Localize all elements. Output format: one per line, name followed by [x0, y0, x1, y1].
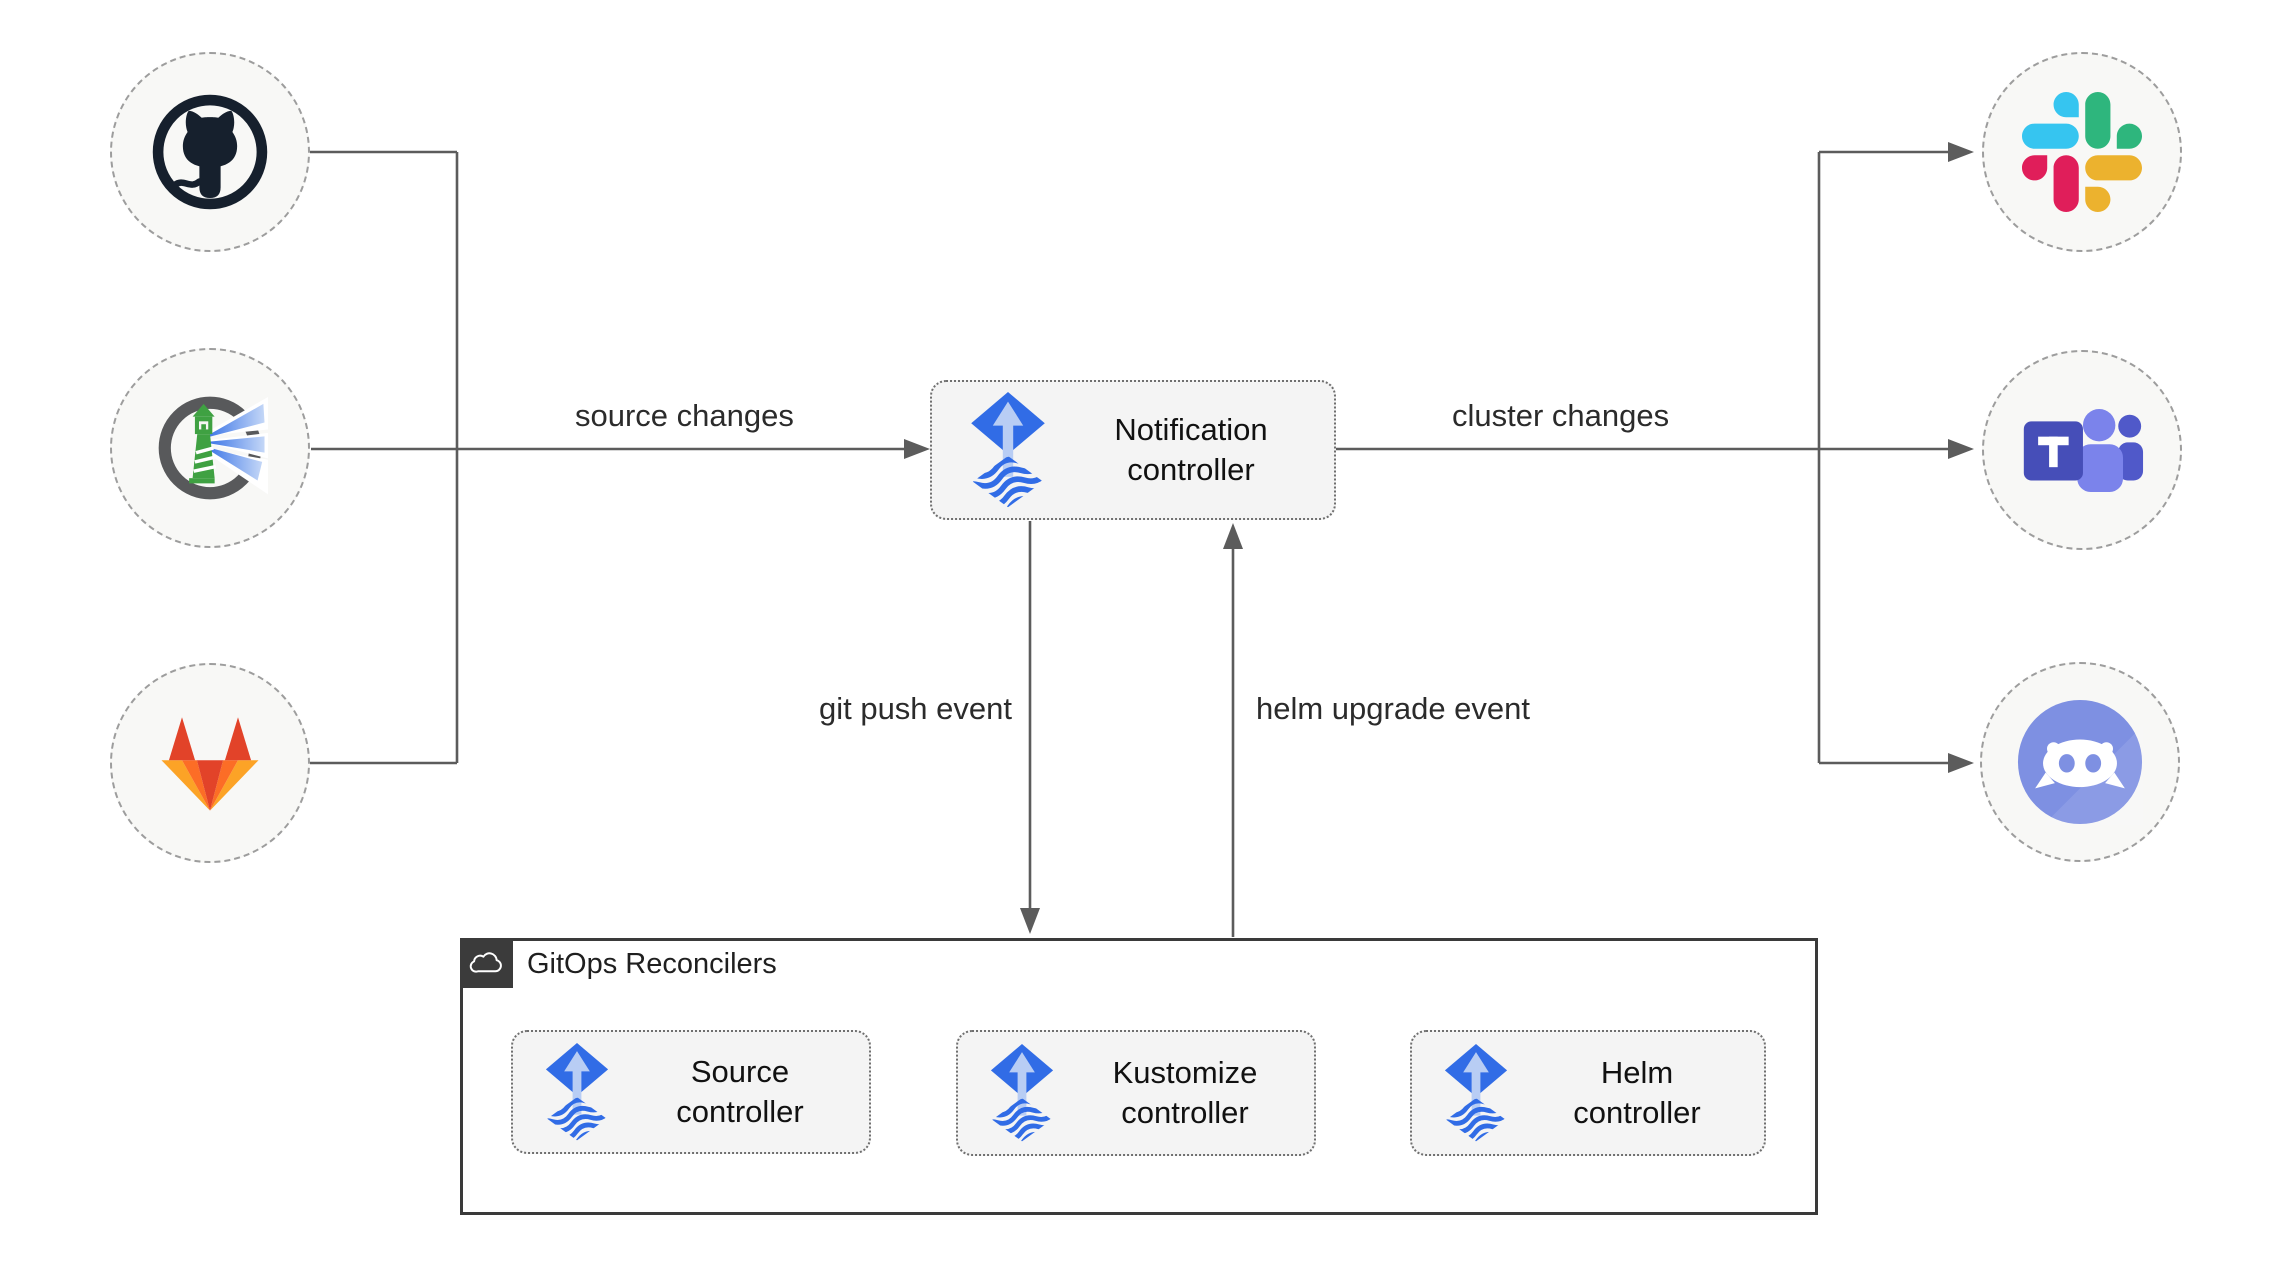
cloud-icon — [469, 952, 502, 973]
node-teams — [1982, 350, 2182, 550]
node-github — [110, 52, 310, 252]
node-discord — [1980, 662, 2180, 862]
group-chip — [460, 938, 513, 988]
gitlab-icon — [161, 717, 259, 811]
node-label: Source controller — [676, 1054, 804, 1129]
edge-label-helm-upgrade-event: helm upgrade event — [1256, 691, 1531, 726]
group-title: GitOps Reconcilers — [527, 948, 777, 980]
harbor-icon — [158, 396, 268, 500]
node-source-controller: Source controller — [511, 1030, 871, 1154]
node-harbor — [110, 348, 310, 548]
edge-label-cluster-changes: cluster changes — [1452, 398, 1670, 433]
slack-icon — [2022, 92, 2142, 212]
node-helm-controller: Helm controller — [1410, 1030, 1766, 1156]
node-label: Notification controller — [1114, 412, 1268, 487]
node-slack — [1982, 52, 2182, 252]
github-icon — [152, 94, 268, 210]
node-label: Helm controller — [1573, 1055, 1701, 1130]
teams-icon — [2023, 408, 2144, 492]
flux-icon — [1442, 1044, 1510, 1142]
node-kustomize-controller: Kustomize controller — [956, 1030, 1316, 1156]
edge-label-git-push-event: git push event — [818, 691, 1012, 726]
node-notification-controller: Notification controller — [930, 380, 1336, 520]
flux-icon — [988, 1044, 1056, 1142]
group-gitops-reconcilers: GitOps Reconcilers Source controller Kus… — [460, 938, 1818, 1215]
flux-icon — [543, 1043, 611, 1141]
edge-label-source-changes: source changes — [575, 398, 794, 433]
discord-icon — [2017, 699, 2144, 826]
node-label: Kustomize controller — [1112, 1055, 1258, 1130]
node-gitlab — [110, 663, 310, 863]
flux-icon — [968, 392, 1048, 508]
